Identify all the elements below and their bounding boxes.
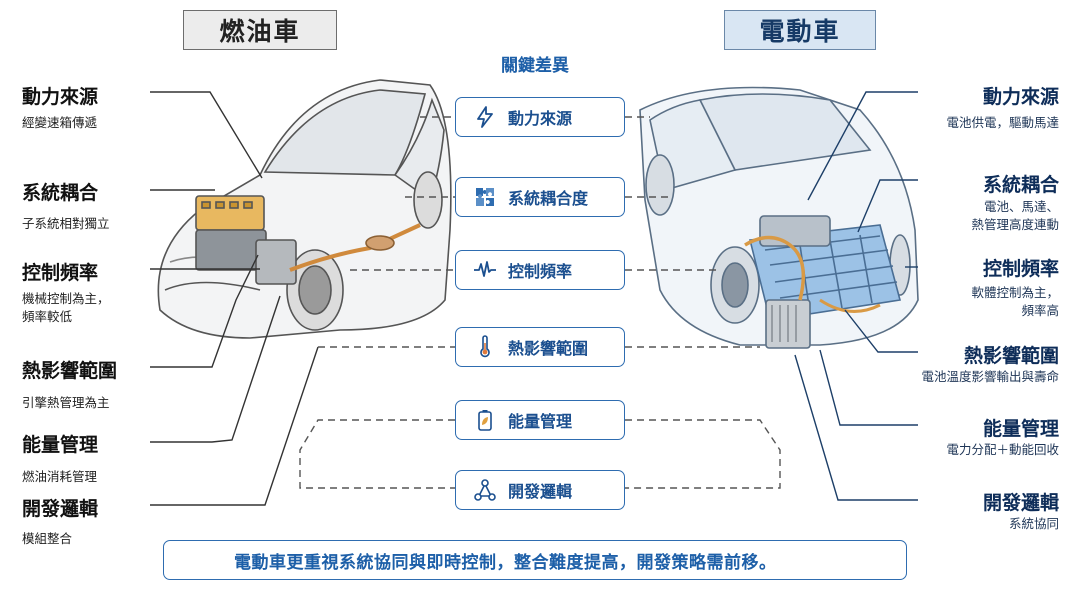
right-title-coupling: 系統耦合 (982, 174, 1059, 196)
thermometer-icon (472, 334, 498, 360)
diff-pill-control: 控制頻率 (455, 250, 625, 290)
diff-pill-thermal: 熱影響範圍 (455, 327, 625, 367)
right-sub-thermal: 電池溫度影響輸出與壽命 (921, 369, 1059, 384)
waveform-icon (472, 257, 498, 283)
right-sub-control: 軟體控制為主， (971, 285, 1059, 300)
right-sub2-coupling: 熱管理高度連動 (971, 217, 1059, 232)
left-sub-dev: 模組整合 (22, 531, 73, 546)
left-title-dev: 開發邏輯 (22, 498, 99, 520)
diff-label-control: 控制頻率 (508, 262, 573, 281)
gas-car-title: 燃油車 (183, 10, 337, 50)
right-sub-dev: 系統協同 (1008, 516, 1059, 531)
right-sub-coupling: 電池、馬達、 (983, 199, 1059, 214)
left-title-power: 動力來源 (22, 86, 99, 108)
summary-note: 電動車更重視系統協同與即時控制，整合難度提高，開發策略需前移。 (163, 540, 907, 580)
left-sub-thermal: 引擎熱管理為主 (22, 395, 110, 410)
battery-leaf-icon (472, 407, 498, 433)
diff-label-energy: 能量管理 (508, 412, 573, 431)
right-title-thermal: 熱影響範圍 (963, 345, 1059, 367)
right-sub-energy: 電力分配＋動能回收 (946, 442, 1059, 457)
diff-pill-energy: 能量管理 (455, 400, 625, 440)
diff-pill-coupling: 系統耦合度 (455, 177, 625, 217)
key-differences-title: 關鍵差異 (501, 56, 569, 76)
right-title-dev: 開發邏輯 (982, 492, 1059, 514)
network-icon (472, 477, 498, 503)
ev-car-title: 電動車 (724, 10, 876, 50)
diff-label-coupling: 系統耦合度 (508, 189, 589, 208)
left-title-thermal: 熱影響範圍 (22, 360, 118, 382)
left-sub-power: 經變速箱傳遞 (22, 115, 98, 130)
right-sub2-control: 頻率高 (1021, 303, 1059, 318)
puzzle-icon (472, 184, 498, 210)
left-title-energy: 能量管理 (22, 434, 99, 456)
right-sub-power: 電池供電，驅動馬達 (946, 115, 1059, 130)
left-title-control: 控制頻率 (22, 262, 99, 284)
diff-pill-dev: 開發邏輯 (455, 470, 625, 510)
diff-label-thermal: 熱影響範圍 (508, 339, 589, 358)
left-title-coupling: 系統耦合 (22, 182, 99, 204)
left-sub-control: 機械控制為主， (22, 291, 110, 306)
summary-note-text: 電動車更重視系統協同與即時控制，整合難度提高，開發策略需前移。 (234, 552, 777, 573)
left-sub2-control: 頻率較低 (22, 309, 73, 324)
right-title-control: 控制頻率 (982, 258, 1059, 280)
lightning-icon (472, 104, 498, 130)
left-sub-energy: 燃油消耗管理 (22, 469, 98, 484)
left-sub-coupling: 子系統相對獨立 (22, 216, 110, 231)
diff-label-power: 動力來源 (508, 109, 573, 128)
diff-label-dev: 開發邏輯 (508, 482, 573, 501)
ev-car-illustration (639, 86, 919, 349)
right-title-power: 動力來源 (982, 86, 1059, 108)
gas-car-illustration (157, 79, 452, 339)
diff-pill-power: 動力來源 (455, 97, 625, 137)
right-title-energy: 能量管理 (982, 418, 1059, 440)
